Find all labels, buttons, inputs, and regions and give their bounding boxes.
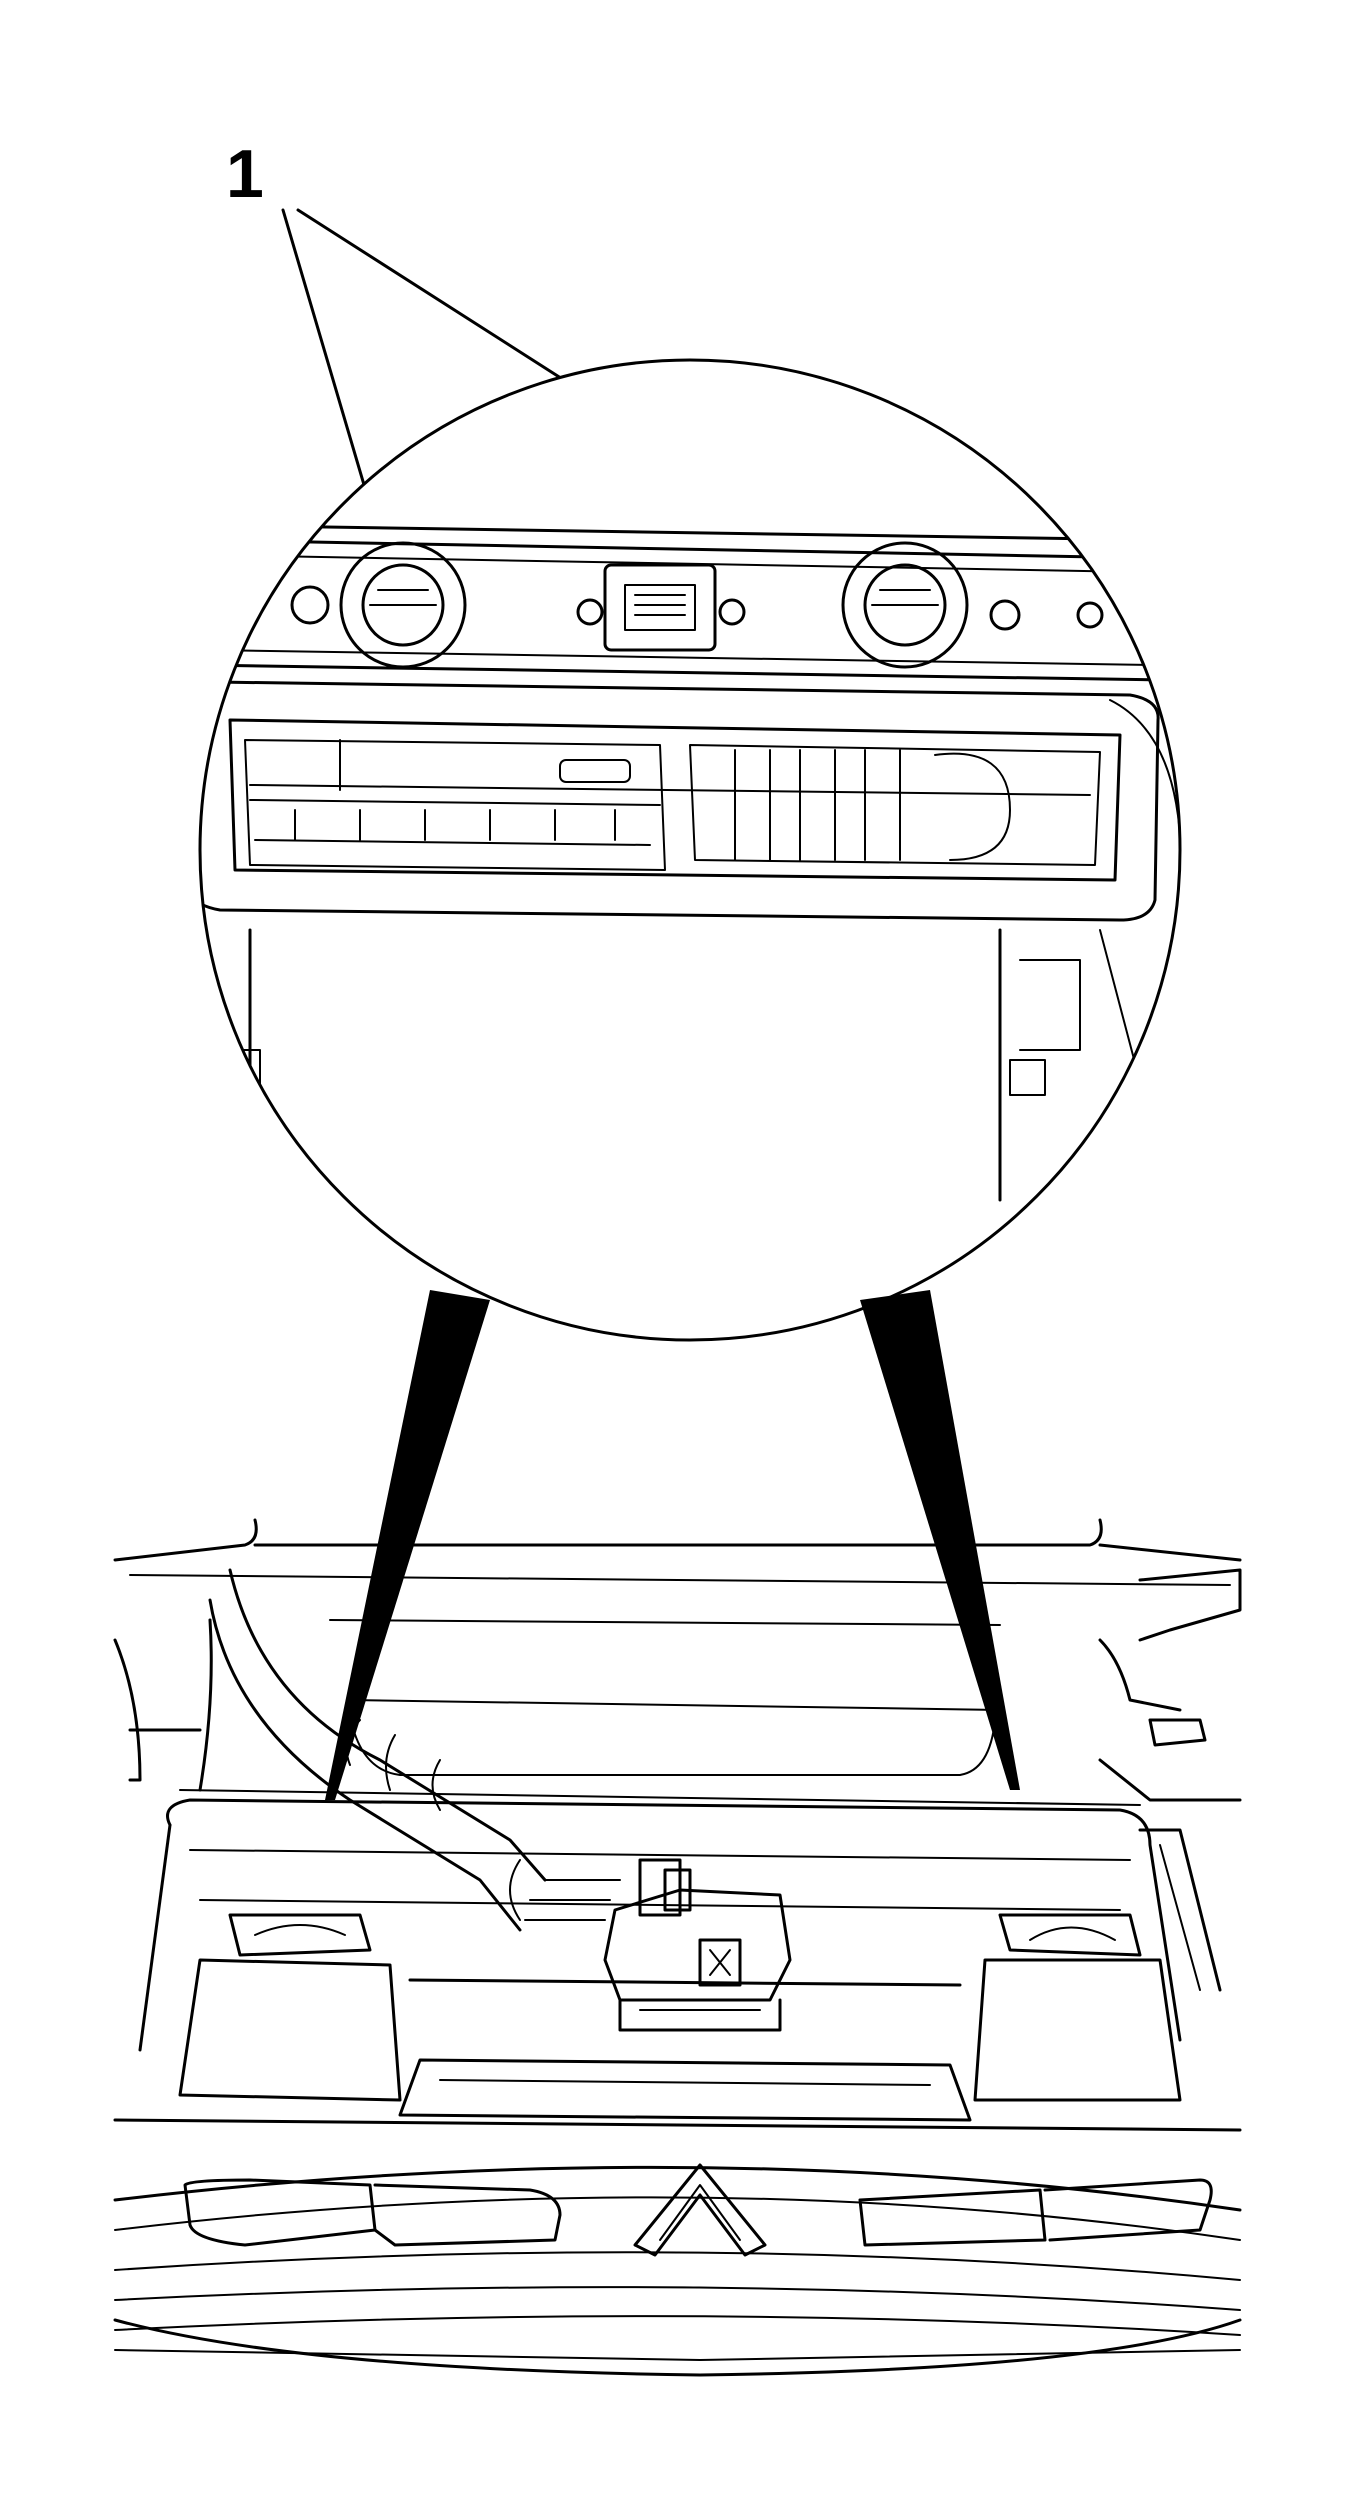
left-air-vent <box>178 1913 402 2102</box>
left-retainer-knob <box>339 541 467 669</box>
detail-view <box>198 358 1182 1342</box>
detail-circle <box>198 358 1182 1342</box>
right-retainer-knob <box>841 541 969 669</box>
radio-connector <box>603 1858 792 2032</box>
callout-label-1: 1 <box>226 136 264 212</box>
right-air-vent <box>973 1913 1182 2102</box>
center-connector <box>576 563 746 652</box>
hazard-button <box>633 2163 767 2257</box>
main-view <box>113 1518 1242 2377</box>
